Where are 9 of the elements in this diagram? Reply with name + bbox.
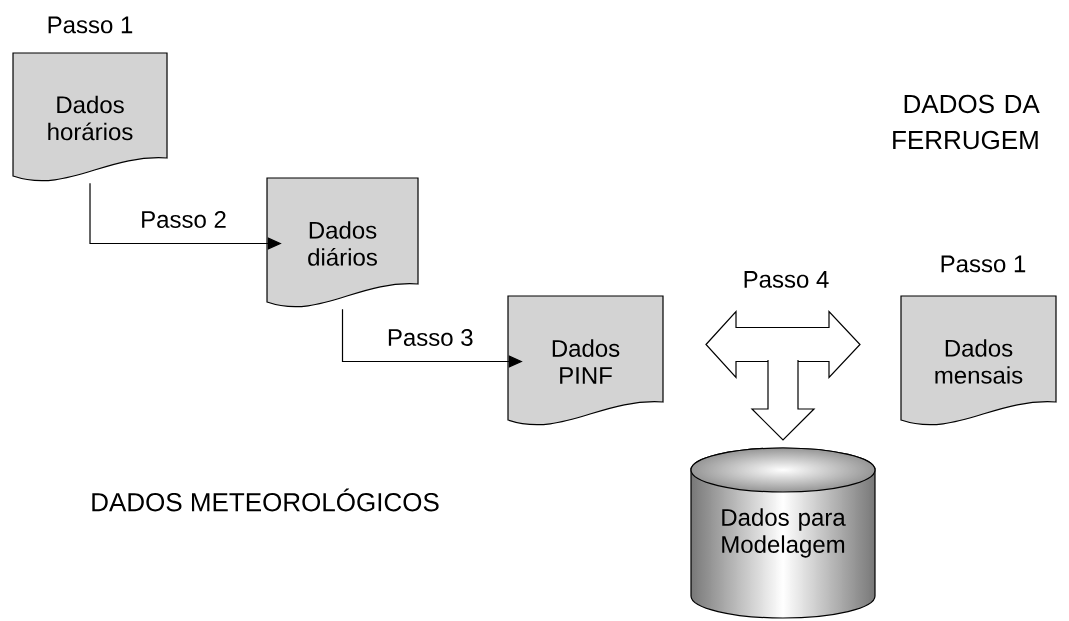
section-title: DADOS METEOROLÓGICOS: [92, 488, 439, 512]
block-arrow: [750, 359, 816, 441]
cylinder: Dados para Modelagem: [690, 447, 876, 619]
section-title: DADOS DA FERRUGEM: [893, 94, 1040, 150]
edge-label: Passo 4: [744, 271, 829, 288]
step-label: Passo 1: [941, 255, 1026, 273]
edge-label: Passo 2: [142, 211, 226, 228]
step-label: Passo 1: [48, 16, 133, 34]
edge-label: Passo 3: [388, 329, 473, 346]
